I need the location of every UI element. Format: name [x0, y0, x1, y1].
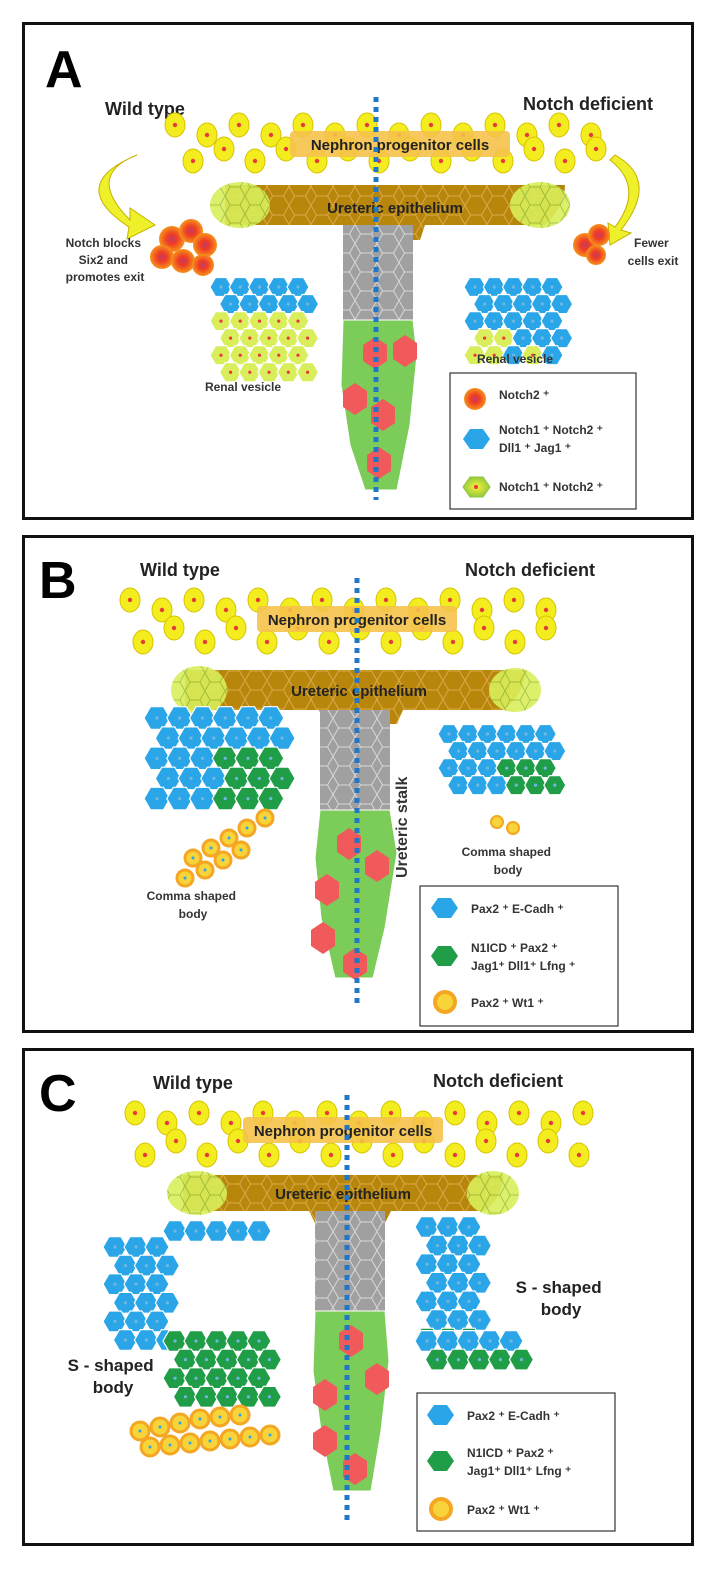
notch2-cluster-left [150, 219, 217, 276]
panel-b-diagram: B Wild type Notch deficient Nephron prog… [39, 552, 619, 1027]
comma-body-left [143, 706, 296, 888]
notch-deficient-label: Notch deficient [465, 560, 595, 580]
stalk-label: Ureteric stalk [394, 777, 411, 878]
blue-hex-cell-icon [427, 1405, 454, 1425]
notch2-cluster-right [573, 224, 610, 265]
right-arrow-icon [607, 154, 640, 246]
legend-item-2: N1ICD ⁺ Pax2 ⁺ Jag1⁺ Dll1⁺ Lfng ⁺ [467, 1446, 571, 1478]
legend-item-1: Pax2 ⁺ E-Cadh ⁺ [467, 1409, 560, 1423]
renal-vesicle-right-label: Renal vesicle [477, 352, 553, 366]
ureteric-stalk [312, 1211, 390, 1492]
left-arrow-icon [98, 154, 156, 240]
legend: Notch2 ⁺ Notch1 ⁺ Notch2 ⁺ Dll1 ⁺ Jag1 ⁺… [449, 372, 637, 510]
legend-item-3: Notch1 ⁺ Notch2 ⁺ [499, 480, 603, 494]
legend-item-1: Pax2 ⁺ E-Cadh ⁺ [471, 902, 564, 916]
legend-item-3: Pax2 ⁺ Wt1 ⁺ [471, 996, 544, 1010]
progenitor-banner [243, 1117, 443, 1143]
comma-body-right [437, 723, 567, 835]
panel-c-diagram: C Wild type Notch deficient Nephron prog… [39, 1065, 616, 1532]
s-body-left [102, 1220, 283, 1458]
progenitor-banner [290, 131, 510, 157]
notch-deficient-label: Notch deficient [433, 1071, 563, 1091]
panel-letter: A [45, 41, 83, 99]
blue-hex-cell-icon [431, 898, 458, 918]
green-hex-cell-icon [431, 946, 458, 966]
blue-hex-cell-icon [463, 429, 490, 449]
legend-item-1: Notch2 ⁺ [499, 388, 549, 402]
s-body-left-label: S - shaped body [68, 1356, 159, 1397]
ureteric-epithelium [171, 666, 541, 724]
renal-vesicle-right [463, 276, 574, 366]
panel-c: C Wild type Notch deficient Nephron prog… [22, 1048, 694, 1546]
orange-cell-icon [464, 388, 486, 410]
orange-ring-cell-icon [433, 990, 457, 1014]
s-body-right [414, 1216, 535, 1371]
comma-right-label: Comma shaped body [462, 845, 555, 877]
panel-a-diagram: A Wild type Notch deficient Nephron prog… [45, 41, 679, 510]
ureteric-epithelium [167, 1171, 519, 1223]
wild-type-label: Wild type [140, 560, 220, 580]
left-note: Notch blocks Six2 and promotes exit [66, 236, 145, 284]
s-body-right-label: S - shaped body [516, 1278, 607, 1319]
panel-b: B Wild type Notch deficient Nephron prog… [22, 535, 694, 1033]
legend: Pax2 ⁺ E-Cadh ⁺ N1ICD ⁺ Pax2 ⁺ Jag1⁺ Dll… [419, 885, 619, 1027]
notch-deficient-label: Notch deficient [523, 94, 653, 114]
panel-a: A Wild type Notch deficient Nephron prog… [22, 22, 694, 520]
legend-item-3: Pax2 ⁺ Wt1 ⁺ [467, 1503, 540, 1517]
progenitor-cells [164, 112, 607, 174]
epithelium-label: Ureteric epithelium [327, 200, 463, 217]
ureteric-stalk [311, 710, 398, 980]
progenitor-cells [119, 587, 557, 655]
renal-vesicle-left-label: Renal vesicle [205, 380, 281, 394]
legend-item-2: N1ICD ⁺ Pax2 ⁺ Jag1⁺ Dll1⁺ Lfng ⁺ [471, 941, 575, 973]
right-note: Fewer cells exit [628, 236, 679, 268]
legend-item-2: Notch1 ⁺ Notch2 ⁺ Dll1 ⁺ Jag1 ⁺ [499, 423, 606, 455]
ureteric-epithelium [210, 182, 570, 240]
ureteric-stalk [340, 225, 418, 491]
wild-type-label: Wild type [105, 99, 185, 119]
panel-letter: B [39, 552, 77, 610]
panel-letter: C [39, 1065, 77, 1123]
legend: Pax2 ⁺ E-Cadh ⁺ N1ICD ⁺ Pax2 ⁺ Jag1⁺ Dll… [416, 1392, 616, 1532]
renal-vesicle-left [209, 276, 320, 383]
wild-type-label: Wild type [153, 1073, 233, 1093]
green-hex-cell-icon [427, 1451, 454, 1471]
comma-left-label: Comma shaped body [147, 889, 240, 921]
orange-ring-cell-icon [429, 1497, 453, 1521]
epithelium-label: Ureteric epithelium [275, 1186, 411, 1203]
progenitor-label: Nephron progenitor cells [311, 137, 489, 154]
progenitor-label: Nephron progenitor cells [254, 1123, 432, 1140]
